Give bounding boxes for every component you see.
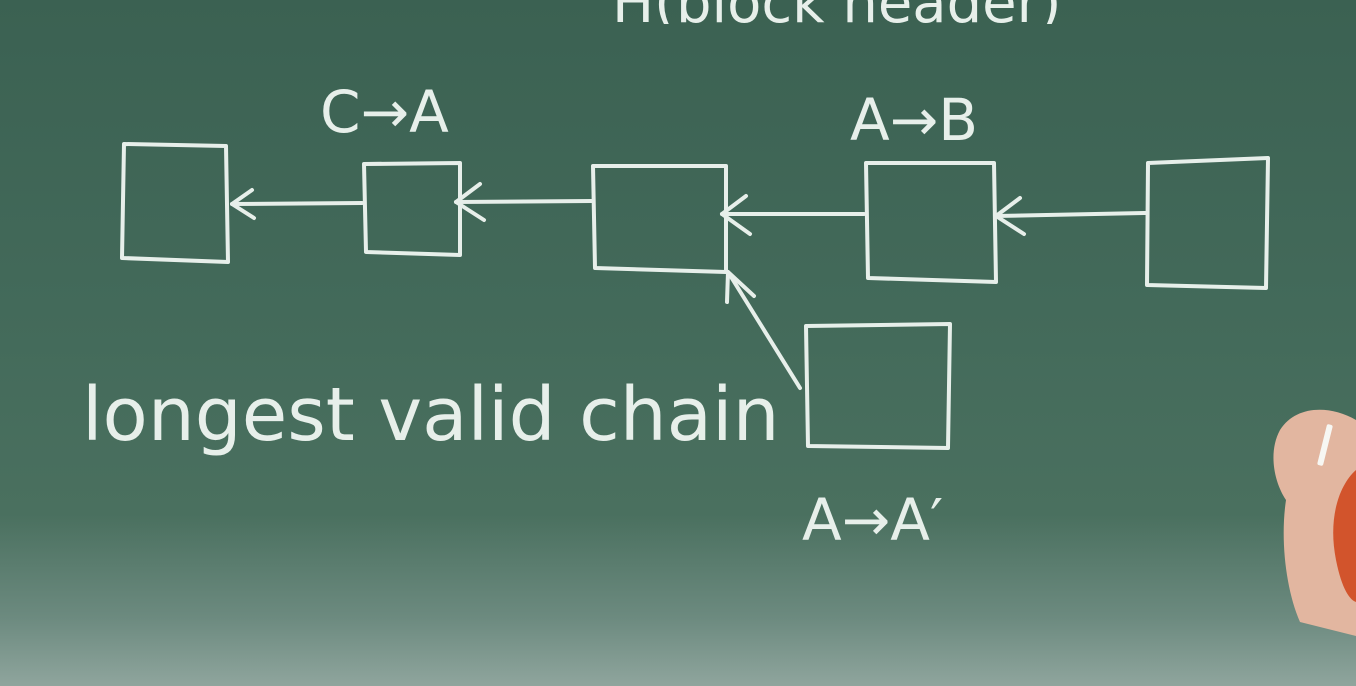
label-c-to-a: C→A [320,78,449,146]
longest-valid-chain-caption: longest valid chain [82,372,779,458]
block-2 [362,161,462,257]
arrow-block4-to-block3 [720,194,866,236]
block-header-hash-text: H(block header) [612,0,1061,36]
block-fork [804,322,952,450]
block-3 [591,164,728,274]
block-4 [864,161,998,284]
label-a-to-b: A→B [850,86,978,154]
arrow-block3-to-block2 [454,182,594,222]
block-5 [1145,156,1270,290]
arrow-block5-to-block4 [994,196,1148,236]
lecturer-hand-image [1273,409,1356,636]
arrow-fork-to-block3 [725,270,802,390]
arrow-block2-to-block1 [230,188,364,220]
label-a-to-a-prime: A→A′ [802,486,943,554]
block-1 [120,142,230,264]
